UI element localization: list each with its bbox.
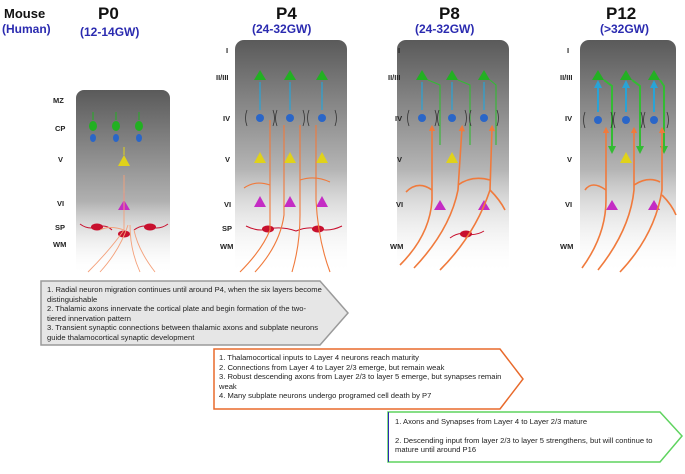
p0-cp-neuron (112, 112, 120, 142)
stage-title-p0: P0 (98, 4, 119, 23)
p12-layer6-row (606, 200, 660, 210)
p4-subplate-neurons (245, 225, 343, 233)
info-box-p0-shape (40, 280, 349, 346)
stage-range-p8: (24-32GW) (415, 22, 475, 36)
info-box-p4-shape (213, 348, 524, 410)
stage-range-p12: (>32GW) (600, 22, 650, 36)
info-box-item: 3. Transient synaptic connections betwee… (47, 323, 319, 342)
stage-title-p8: P8 (439, 4, 460, 23)
p4-l4-to-l23-axons (259, 82, 323, 110)
layer-label: I (567, 46, 570, 55)
p4-layer23-row (254, 70, 328, 80)
p0-thalamic-axons (87, 175, 156, 273)
p8-layer4-row (407, 109, 499, 127)
column-p0 (76, 90, 170, 275)
stage-range-p0: (12-14GW) (80, 25, 140, 39)
p8-l4-to-l23-axons (421, 82, 485, 110)
stage-range-p4: (24-32GW) (252, 22, 312, 36)
layer-label: VI (565, 200, 573, 209)
p8-subplate-neurons (449, 230, 485, 239)
layer-label: VI (57, 199, 65, 208)
info-box-p8: 1. Axons and Synapses from Layer 4 to La… (395, 417, 665, 455)
layer-label: V (567, 155, 573, 164)
species-mouse-label: Mouse (4, 6, 46, 21)
p12-layer5-row (620, 152, 632, 163)
p12-thalamic-axons (581, 126, 677, 273)
p8-layer5-row (446, 152, 458, 163)
layer-label: IV (565, 114, 573, 123)
p4-thalamic-axons (239, 120, 331, 273)
layer-label: II/III (216, 73, 229, 82)
info-box-item: 2. Connections from Layer 4 to Layer 2/3… (219, 362, 445, 372)
layer-label: SP (222, 224, 233, 233)
info-box-item: 2. Descending input from layer 2/3 to la… (395, 435, 653, 455)
species-human-label: (Human) (2, 22, 51, 36)
layer-label: II/III (560, 73, 573, 82)
p8-layer23-row (416, 70, 490, 80)
layer-label: WM (390, 242, 404, 251)
p12-layer23-row (592, 70, 660, 80)
stage-title-p12: P12 (606, 4, 637, 23)
layer-label: IV (223, 114, 231, 123)
info-box-p8-accent (388, 412, 389, 462)
p0-cp-neuron (89, 112, 97, 142)
stage-title-p4: P4 (276, 4, 297, 23)
p4-layer6-row (254, 196, 328, 207)
p0-neurons (79, 112, 169, 273)
p0-cp-neuron (135, 112, 143, 142)
info-box-p4: 1. Thalamocortical inputs to Layer 4 neu… (219, 353, 505, 401)
layer-label: IV (395, 114, 403, 123)
layer-label: MZ (53, 96, 64, 105)
info-box-p0: 1. Radial neuron migration continues unt… (47, 285, 325, 343)
layer-label: WM (220, 242, 234, 251)
layer-label: V (225, 155, 231, 164)
p12-layer4-row (583, 111, 669, 129)
layer-label: VI (224, 200, 232, 209)
layer-label: V (58, 155, 64, 164)
layer-label: V (397, 155, 403, 164)
layer-label: II/III (388, 73, 401, 82)
p4-layer5-row (254, 152, 328, 163)
layer-label: CP (55, 124, 66, 133)
p12-neurons (581, 70, 677, 273)
info-box-item: 2. Thalamic axons innervate the cortical… (47, 304, 307, 323)
info-box-item: 3. Robust descending axons from Layer 2/… (219, 372, 502, 391)
layer-label: WM (53, 240, 67, 249)
p4-layer4-row (245, 109, 337, 127)
p8-neurons (399, 70, 506, 271)
layer-label: I (226, 46, 229, 55)
layer-label: WM (560, 242, 574, 251)
info-box-item: 4. Many subplate neurons undergo program… (219, 391, 432, 401)
layer-label: I (398, 46, 401, 55)
p12-l4-to-l23-axons (594, 80, 658, 112)
p0-layer5-neuron (118, 147, 130, 166)
p4-neurons (239, 70, 343, 273)
info-box-item: 1. Axons and Synapses from Layer 4 to La… (395, 417, 588, 426)
p8-thalamic-axons (399, 124, 506, 271)
layer-label: SP (55, 223, 66, 232)
p8-l23-to-l5-axons (427, 79, 497, 145)
info-box-item: 1. Radial neuron migration continues unt… (47, 285, 322, 304)
layer-label: VI (396, 200, 404, 209)
info-box-item: 1. Thalamocortical inputs to Layer 4 neu… (219, 353, 419, 362)
